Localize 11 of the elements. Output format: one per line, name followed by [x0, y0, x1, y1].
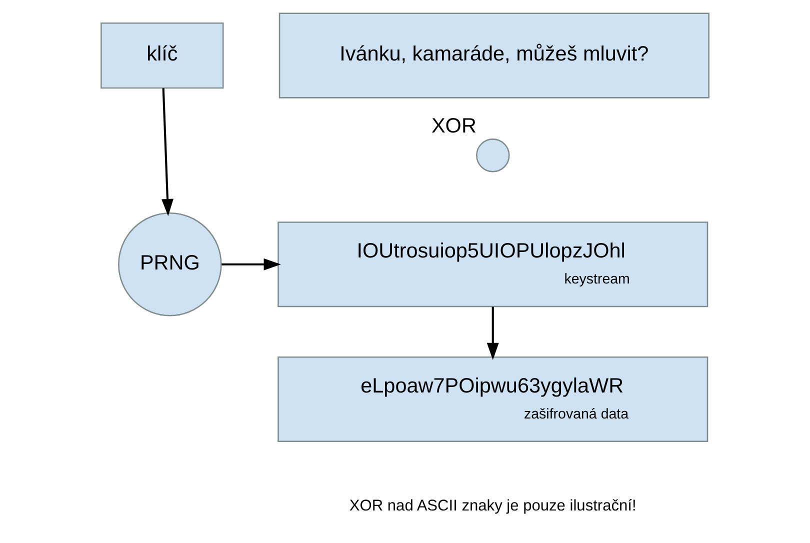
node-circle	[476, 138, 510, 172]
arrow	[486, 306, 499, 360]
arrow	[162, 88, 174, 216]
node-box: Ivánku, kamaráde, můžeš mluvit?	[278, 12, 710, 98]
arrow	[222, 258, 281, 270]
node-circle: PRNG	[118, 212, 222, 316]
node-box: eLpoaw7POipwu63ygylaWR zašifrovaná data	[278, 356, 708, 442]
node-box: IOUtrosuiop5UIOPUlopzJOhl keystream	[278, 222, 708, 308]
label: XOR nad ASCII znaky je pouze ilustrační!	[349, 497, 636, 514]
node-box: klíč	[100, 22, 224, 89]
node-label: XOR	[431, 114, 476, 138]
